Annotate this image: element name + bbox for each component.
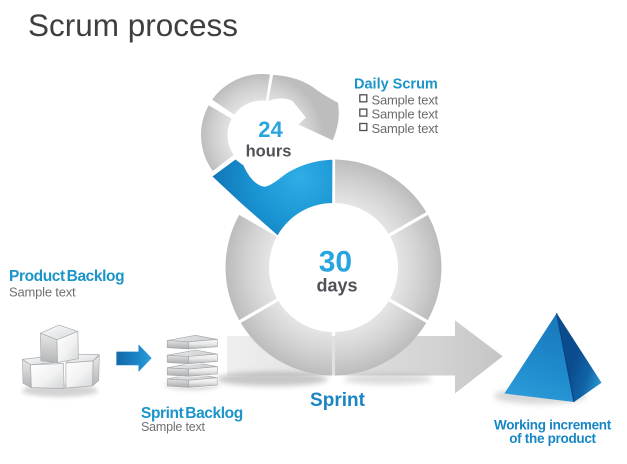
svg-text:24: 24 — [258, 117, 283, 142]
svg-text:hours: hours — [246, 143, 292, 161]
svg-text:days: days — [316, 276, 357, 296]
svg-text:Sample text: Sample text — [9, 285, 76, 300]
svg-text:Product Backlog: Product Backlog — [9, 268, 124, 285]
svg-text:Sample text: Sample text — [372, 107, 439, 122]
svg-text:Sample text: Sample text — [141, 420, 206, 434]
svg-text:30: 30 — [319, 246, 352, 279]
svg-text:Sprint: Sprint — [310, 390, 366, 411]
svg-text:Sprint Backlog: Sprint Backlog — [141, 405, 243, 422]
svg-text:Daily Scrum: Daily Scrum — [354, 76, 438, 92]
svg-text:Working increment: Working increment — [494, 417, 612, 432]
svg-text:Sample text: Sample text — [372, 92, 439, 107]
svg-text:of the product: of the product — [509, 431, 596, 446]
svg-text:Sample text: Sample text — [372, 121, 439, 136]
